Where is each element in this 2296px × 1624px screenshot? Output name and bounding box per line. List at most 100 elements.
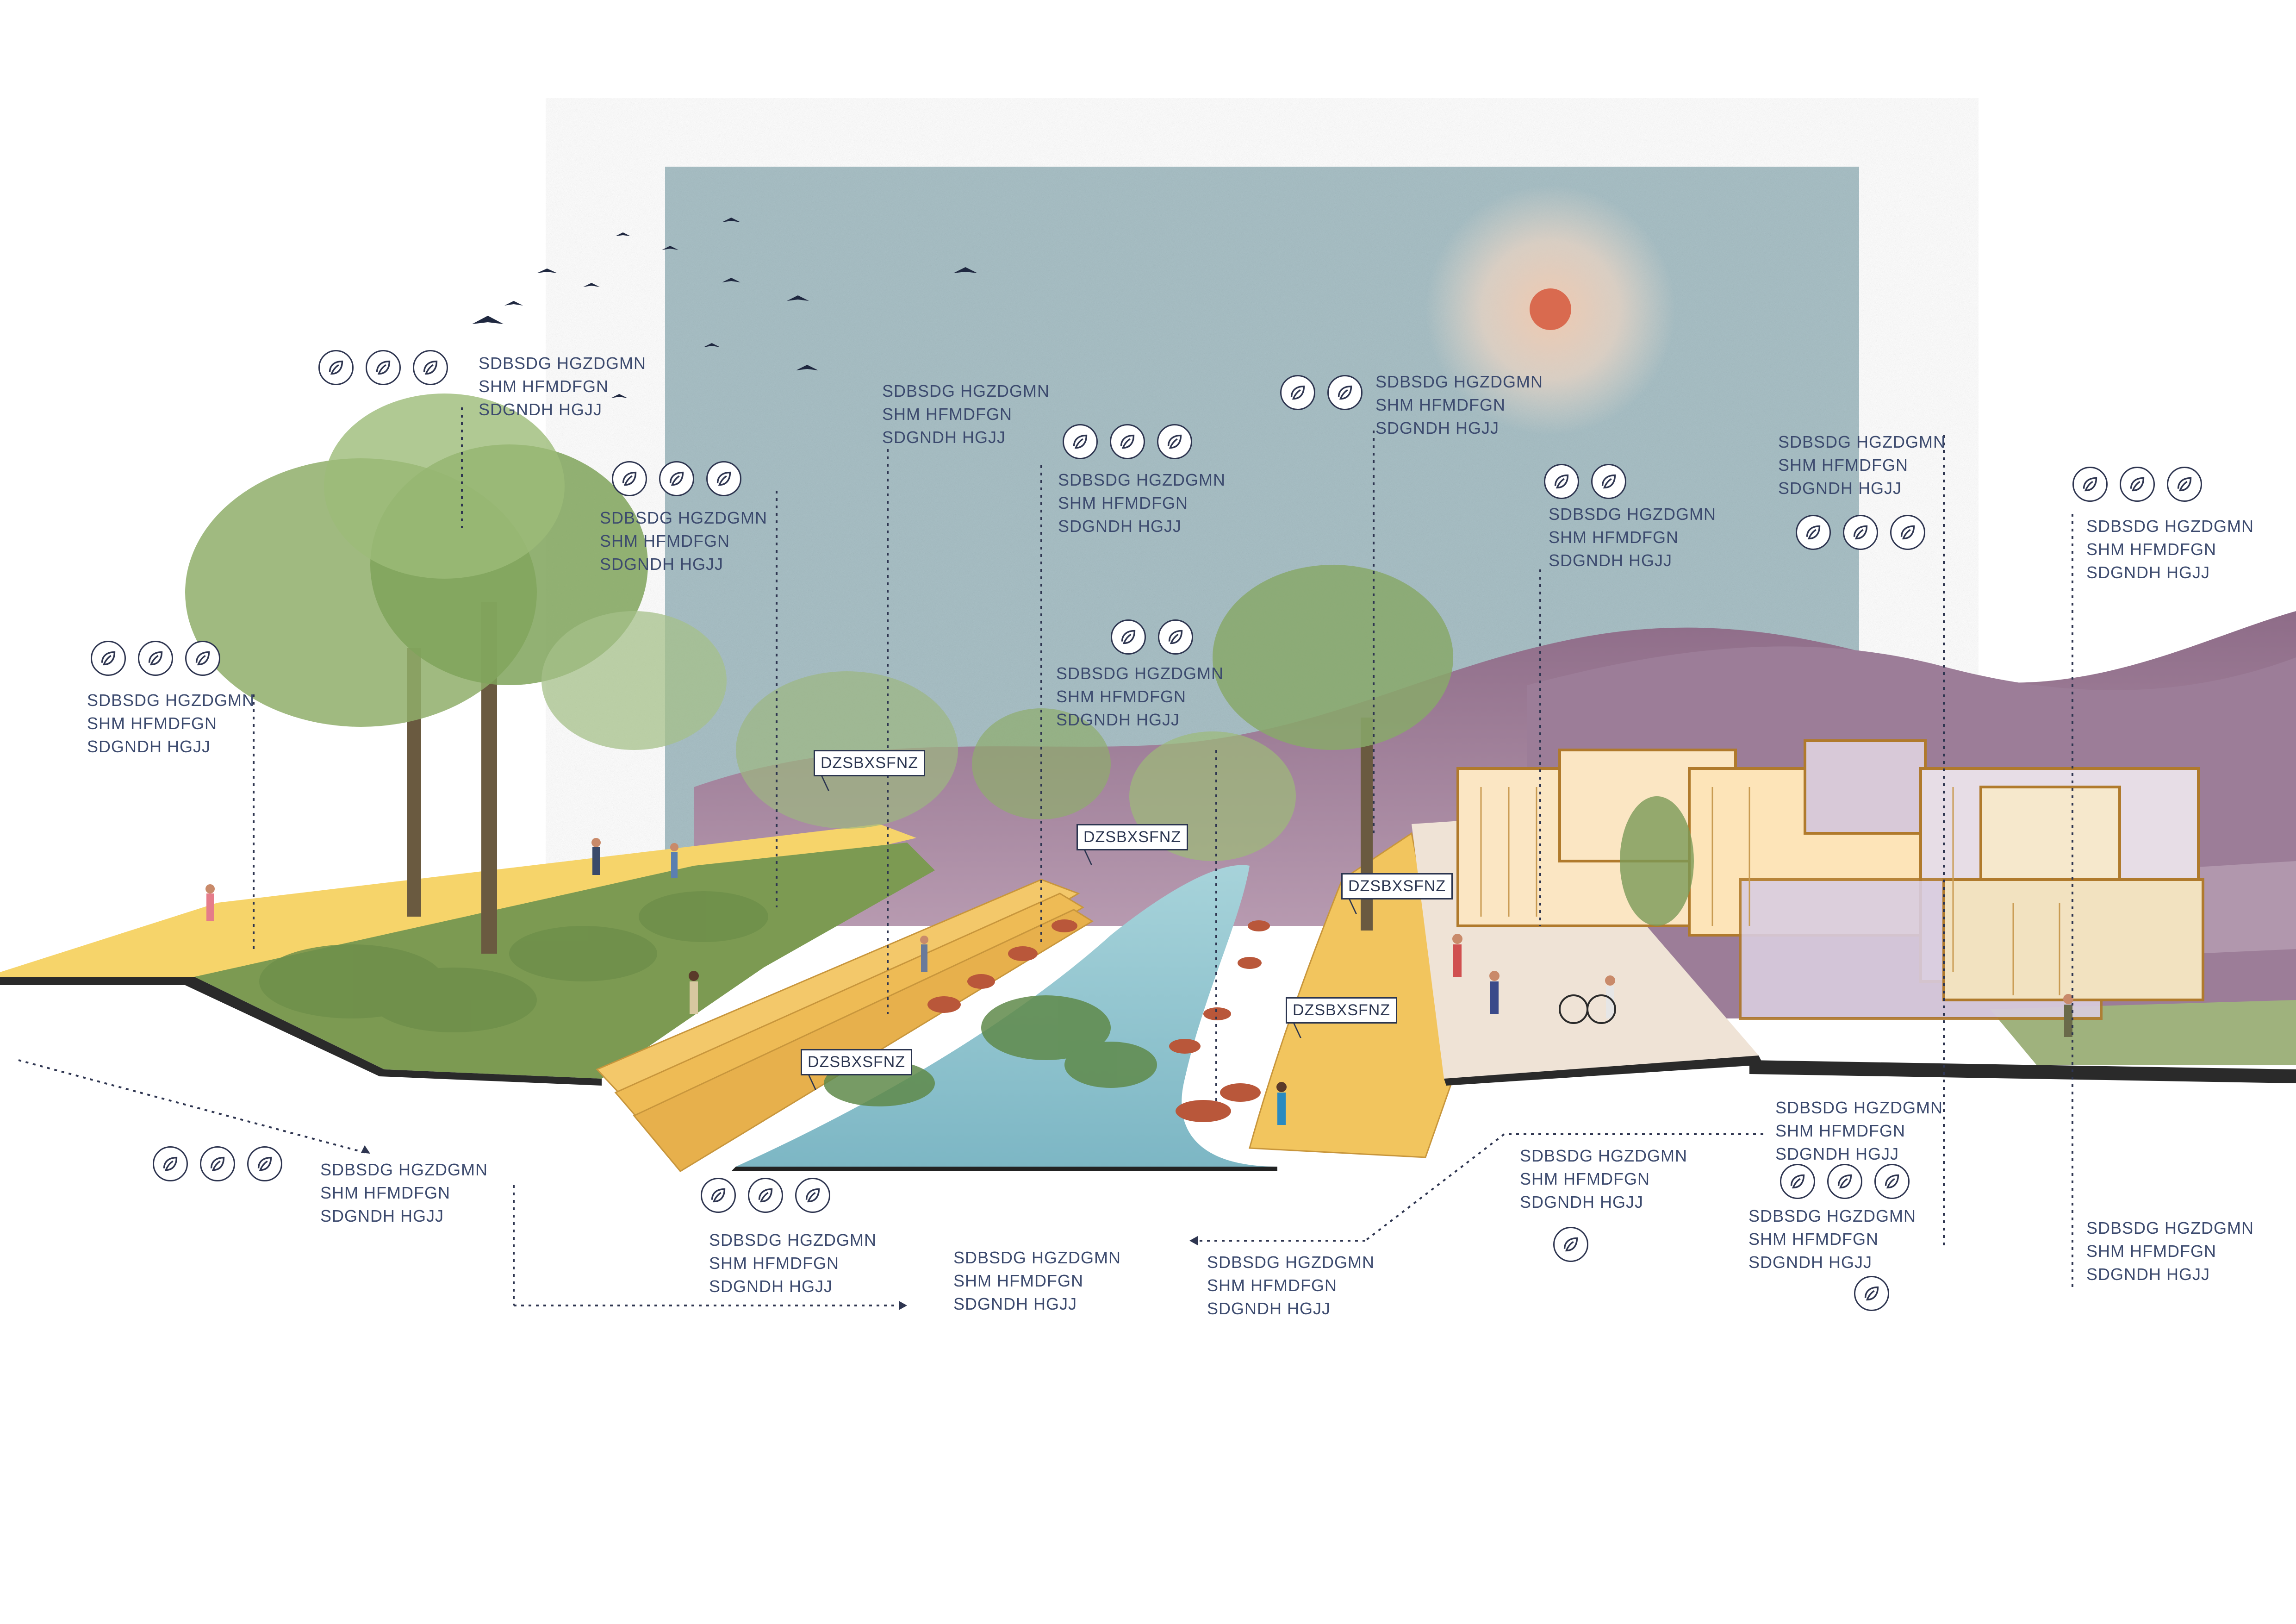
note-line: SHM HFMDFGN: [1549, 528, 1679, 547]
sun: [1530, 288, 1571, 330]
note-line: SDGNDH HGJJ: [1058, 517, 1182, 536]
leaf-icon: [1591, 464, 1626, 499]
leaf-icon-group-12: [1780, 1164, 1910, 1199]
leaf-icon: [2167, 467, 2202, 502]
note-line: SHM HFMDFGN: [1056, 687, 1186, 706]
leaf-icon-group-1: [318, 350, 448, 385]
note-line: SHM HFMDFGN: [1778, 456, 1908, 475]
note-line: SDBSDG HGZDGMN: [1207, 1253, 1375, 1272]
note-line: SDBSDG HGZDGMN: [1056, 664, 1224, 683]
note-line: SDGNDH HGJJ: [1549, 551, 1673, 570]
note-line: SDBSDG HGZDGMN: [1375, 372, 1543, 391]
callout-label: DZSBXSFNZ: [1341, 873, 1453, 899]
note-line: SHM HFMDFGN: [1520, 1169, 1650, 1188]
leaf-icon-group-11: [701, 1178, 830, 1213]
leaf-icon: [1110, 424, 1145, 459]
leaf-icon: [200, 1146, 235, 1181]
callout-label: DZSBXSFNZ: [1076, 824, 1188, 850]
leaf-icon: [247, 1146, 282, 1181]
river-rocks: [927, 919, 1270, 1122]
note-line: SHM HFMDFGN: [882, 405, 1012, 424]
note-10: SDBSDG HGZDGMN SHM HFMDFGN SDGNDH HGJJ: [87, 689, 255, 758]
note-line: SHM HFMDFGN: [709, 1254, 839, 1273]
note-line: SDBSDG HGZDGMN: [1058, 470, 1226, 489]
note-line: SDBSDG HGZDGMN: [953, 1248, 1121, 1267]
leaf-icon: [1327, 375, 1363, 410]
note-line: SHM HFMDFGN: [1207, 1276, 1337, 1295]
birds: [472, 218, 977, 398]
note-line: SDGNDH HGJJ: [320, 1206, 444, 1225]
note-line: SDGNDH HGJJ: [1520, 1193, 1644, 1212]
note-line: SHM HFMDFGN: [479, 377, 609, 396]
note-line: SDBSDG HGZDGMN: [1520, 1146, 1688, 1165]
callout-label: DZSBXSFNZ: [1286, 997, 1398, 1024]
note-16: SDBSDG HGZDGMN SHM HFMDFGN SDGNDH HGJJ: [1775, 1096, 1943, 1166]
leaf-icon: [1158, 619, 1193, 655]
leaf-icon-group-13: [1553, 1227, 1588, 1262]
callout-label: DZSBXSFNZ: [814, 750, 926, 776]
note-2: SDBSDG HGZDGMN SHM HFMDFGN SDGNDH HGJJ: [882, 380, 1050, 449]
leaf-icon-group-8: [2072, 467, 2202, 502]
note-line: SDGNDH HGJJ: [1748, 1253, 1873, 1272]
note-18: SDBSDG HGZDGMN SHM HFMDFGN SDGNDH HGJJ: [2086, 1217, 2254, 1286]
note-line: SDGNDH HGJJ: [87, 737, 211, 756]
note-line: SDBSDG HGZDGMN: [600, 508, 768, 527]
note-17: SDBSDG HGZDGMN SHM HFMDFGN SDGNDH HGJJ: [1748, 1205, 1916, 1274]
note-line: SHM HFMDFGN: [1058, 493, 1188, 512]
leaf-icon: [138, 641, 173, 676]
note-9: SDBSDG HGZDGMN SHM HFMDFGN SDGNDH HGJJ: [1056, 662, 1224, 731]
note-15: SDBSDG HGZDGMN SHM HFMDFGN SDGNDH HGJJ: [1520, 1144, 1687, 1214]
note-line: SDGNDH HGJJ: [1375, 418, 1500, 437]
note-6: SDBSDG HGZDGMN SHM HFMDFGN SDGNDH HGJJ: [1549, 503, 1716, 572]
note-line: SDGNDH HGJJ: [1207, 1299, 1331, 1318]
note-line: SDGNDH HGJJ: [479, 400, 603, 419]
note-line: SDBSDG HGZDGMN: [2086, 1218, 2254, 1237]
note-line: SDBSDG HGZDGMN: [2086, 517, 2254, 536]
note-line: SDBSDG HGZDGMN: [1775, 1098, 1943, 1117]
leaf-icon: [91, 641, 126, 676]
note-line: SDGNDH HGJJ: [600, 555, 724, 574]
leaf-icon-group-10: [153, 1146, 282, 1181]
note-line: SDGNDH HGJJ: [709, 1277, 833, 1296]
note-1: SDBSDG HGZDGMN SHM HFMDFGN SDGNDH HGJJ: [479, 352, 646, 421]
trees: [185, 394, 1694, 954]
note-5: SDBSDG HGZDGMN SHM HFMDFGN SDGNDH HGJJ: [1375, 370, 1543, 440]
note-line: SHM HFMDFGN: [2086, 1242, 2216, 1261]
note-line: SDGNDH HGJJ: [953, 1294, 1077, 1313]
note-4: SDBSDG HGZDGMN SHM HFMDFGN SDGNDH HGJJ: [1058, 468, 1226, 538]
note-7: SDBSDG HGZDGMN SHM HFMDFGN SDGNDH HGJJ: [1778, 431, 1946, 500]
leaf-icon: [2072, 467, 2108, 502]
note-line: SHM HFMDFGN: [2086, 540, 2216, 559]
note-line: SDGNDH HGJJ: [2086, 563, 2210, 582]
leaf-icon: [1063, 424, 1098, 459]
leaf-icon: [1111, 619, 1146, 655]
note-line: SDGNDH HGJJ: [1775, 1144, 1899, 1163]
leaf-icon: [1874, 1164, 1910, 1199]
leaf-icon-group-7: [1796, 515, 1925, 550]
note-line: SDBSDG HGZDGMN: [87, 691, 255, 710]
note-14: SDBSDG HGZDGMN SHM HFMDFGN SDGNDH HGJJ: [1207, 1251, 1375, 1320]
note-8: SDBSDG HGZDGMN SHM HFMDFGN SDGNDH HGJJ: [2086, 515, 2254, 584]
note-line: SDBSDG HGZDGMN: [1778, 432, 1946, 451]
note-line: SDBSDG HGZDGMN: [1748, 1206, 1916, 1225]
note-line: SHM HFMDFGN: [1375, 395, 1506, 414]
leaf-icon: [1544, 464, 1579, 499]
note-line: SHM HFMDFGN: [1748, 1230, 1879, 1249]
leaf-icon-group-9: [91, 641, 220, 676]
leaf-icon: [1890, 515, 1925, 550]
leaf-icon: [795, 1178, 830, 1213]
leaf-icon: [1796, 515, 1831, 550]
leaf-icon-group-6: [1544, 464, 1626, 499]
leaf-icon: [153, 1146, 188, 1181]
leaf-icon: [1553, 1227, 1588, 1262]
leaf-icon: [318, 350, 354, 385]
note-line: SHM HFMDFGN: [600, 531, 730, 550]
note-line: SHM HFMDFGN: [953, 1271, 1083, 1290]
leader-lines: [18, 407, 2073, 1306]
note-line: SHM HFMDFGN: [320, 1183, 450, 1202]
leaf-icon: [706, 461, 741, 496]
callout-label: DZSBXSFNZ: [801, 1049, 913, 1075]
leaf-icon: [1854, 1276, 1889, 1311]
note-line: SDGNDH HGJJ: [1056, 710, 1180, 729]
